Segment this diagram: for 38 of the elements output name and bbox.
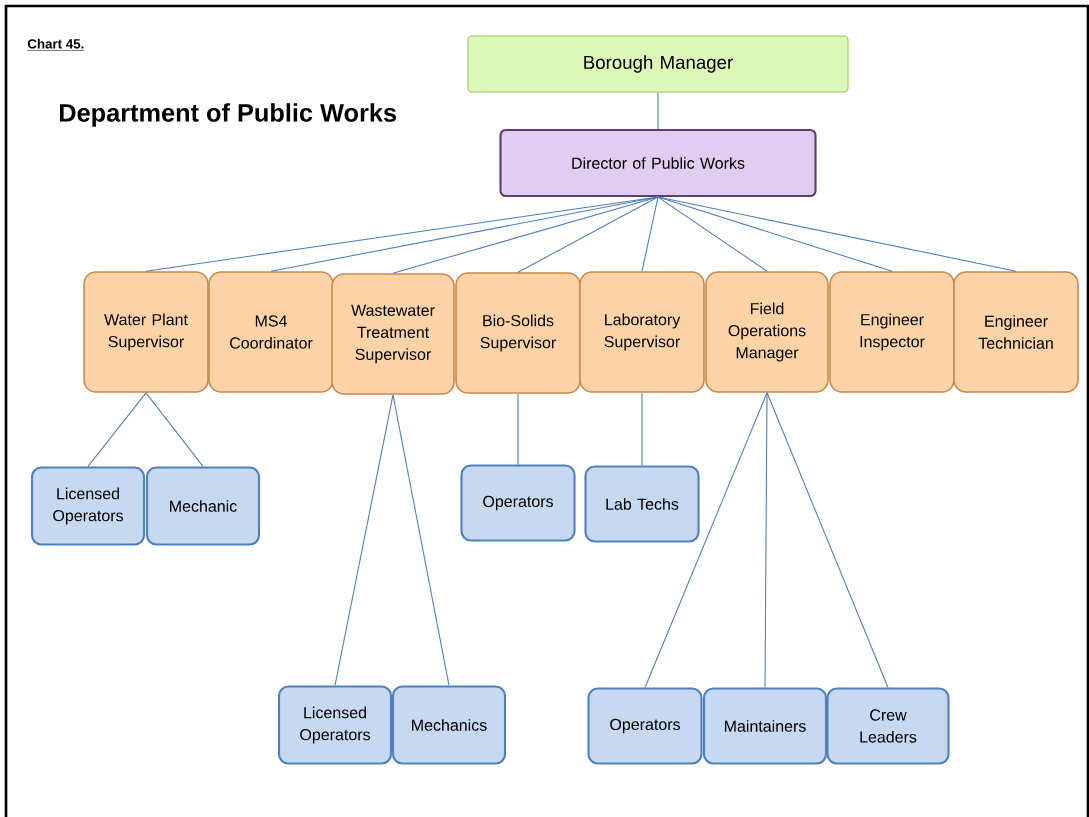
connector-line <box>392 196 659 274</box>
supervisor-box: Field Operations Manager <box>705 271 829 393</box>
staff-box: Maintainers <box>702 687 828 765</box>
supervisor-box: Laboratory Supervisor <box>579 271 705 393</box>
staff-box: Licensed Operators <box>30 466 146 546</box>
manager-box: Borough Manager <box>467 35 849 93</box>
supervisor-box: MS4 Coordinator <box>208 271 334 393</box>
chart-number: Chart 45. <box>27 38 85 51</box>
connector-line <box>145 392 204 467</box>
staff-box: Mechanics <box>391 685 507 765</box>
connector-line <box>641 392 643 466</box>
staff-box: Licensed Operators <box>277 685 393 765</box>
connector-line <box>657 92 659 130</box>
connector-line <box>270 196 659 272</box>
director-box: Director of Public Works <box>499 128 817 198</box>
connector-line <box>392 394 450 686</box>
staff-box: Operators <box>587 687 703 765</box>
supervisor-box: Wastewater Treatment Supervisor <box>331 273 455 395</box>
supervisor-box: Engineer Inspector <box>829 271 955 393</box>
connector-line <box>334 394 394 686</box>
staff-box: Mechanic <box>145 466 261 546</box>
connector-line <box>657 196 768 272</box>
supervisor-box: Bio-Solids Supervisor <box>455 272 581 394</box>
connector-line <box>644 392 768 688</box>
connector-line <box>764 392 768 688</box>
supervisor-box: Engineer Technician <box>953 271 1079 393</box>
supervisor-box: Water Plant Supervisor <box>83 271 209 393</box>
staff-box: Lab Techs <box>584 465 700 543</box>
connector-line <box>641 196 659 272</box>
connector-line <box>517 196 659 273</box>
connector-line <box>766 392 889 688</box>
connector-line <box>657 196 1017 272</box>
staff-box: Operators <box>460 464 576 542</box>
connector-line <box>657 196 893 272</box>
connector-line <box>87 392 147 467</box>
staff-box: Crew Leaders <box>826 687 950 765</box>
diagram-title: Department of Public Works <box>59 103 396 127</box>
connector-line <box>517 393 519 465</box>
